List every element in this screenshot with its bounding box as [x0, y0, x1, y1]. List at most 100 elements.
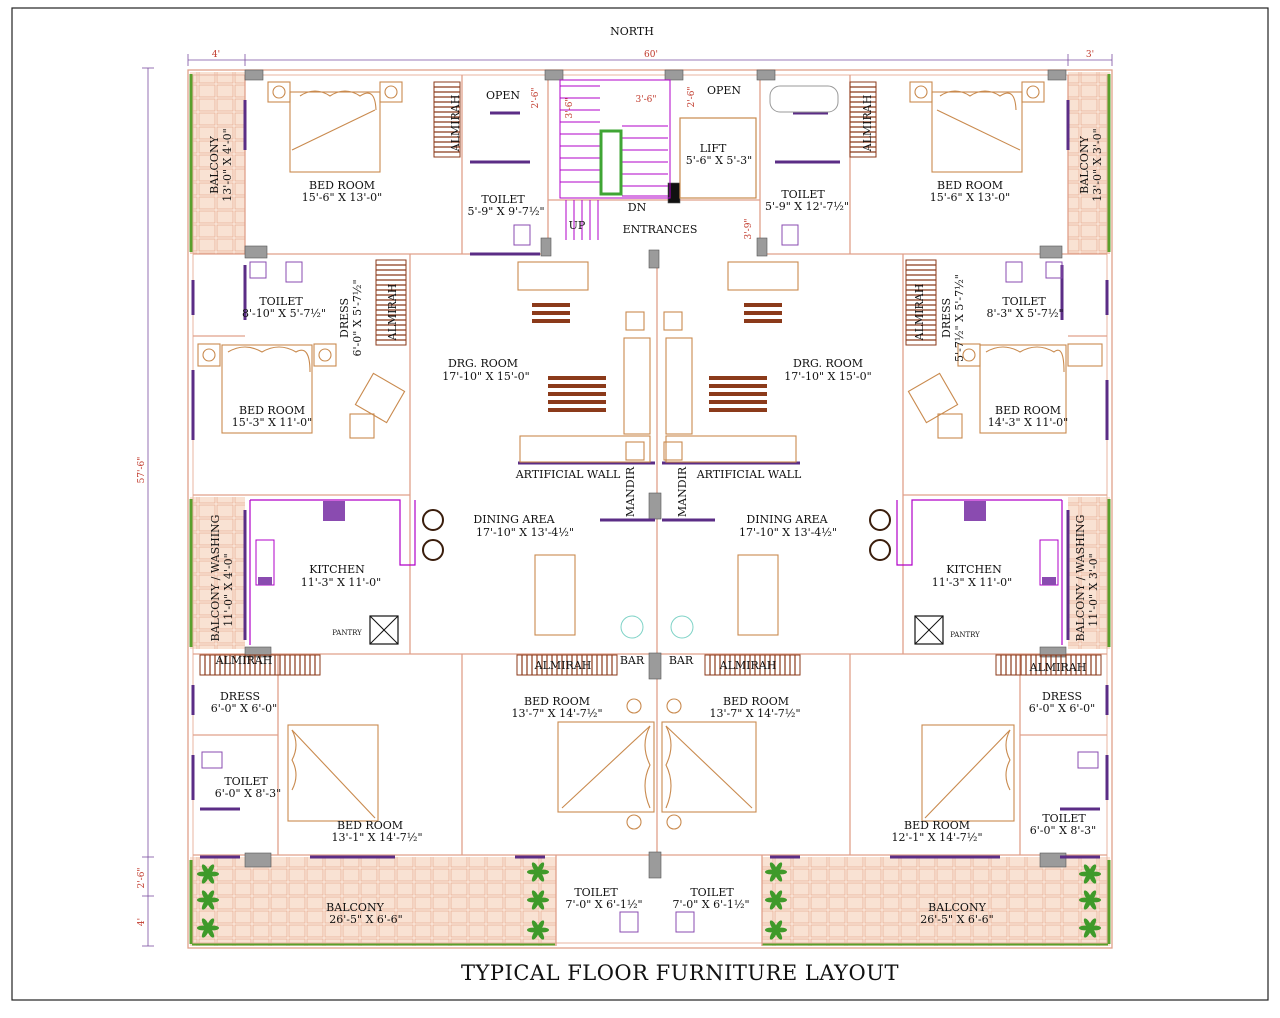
label-entrances: ENTRANCES [623, 223, 698, 236]
staircase [559, 79, 757, 240]
label-mandir-r: MANDIR [676, 466, 689, 517]
label-almirah-tr: ALMIRAH [861, 95, 874, 153]
palm-plant-icon [197, 918, 219, 938]
palm-plant-icon [765, 920, 787, 940]
label-balcony-bl-size: 26'-5" X 6'-6" [329, 913, 402, 926]
label-bed-br-name: BED ROOM [904, 819, 970, 832]
label-balcony-tl-name: BALCONY [208, 135, 221, 193]
lift-shaft [679, 117, 757, 199]
bed-tr-frame [931, 91, 1023, 173]
dim-top-total: 60' [644, 50, 658, 60]
label-toilet-bl-size: 6'-0" X 8'-3" [215, 787, 281, 800]
label-bed-bl-name: BED ROOM [337, 819, 403, 832]
label-bar-l: BAR [620, 654, 645, 667]
label-balcony-br-size: 26'-5" X 6'-6" [920, 913, 993, 926]
palm-plant-icon [527, 862, 549, 882]
label-toilet-br-name: TOILET [1042, 812, 1086, 825]
outer-walls [187, 69, 1113, 949]
label-lift-name: LIFT [700, 142, 727, 155]
palm-plant-icon [527, 890, 549, 910]
label-dress-ml-name: DRESS [338, 298, 351, 338]
label-bed-ml-name: BED ROOM [239, 404, 305, 417]
dim-stair-e: 3'-9" [744, 218, 754, 239]
label-bed-mr-size: 14'-3" X 11'-0" [988, 416, 1068, 429]
label-kitchen-r-name: KITCHEN [946, 563, 1002, 576]
bed-tl-frame [289, 91, 381, 173]
label-stair-up: UP [569, 219, 586, 232]
label-almirah-br1: ALMIRAH [719, 659, 777, 672]
label-kitchen-l-size: 11'-3" X 11'-0" [301, 576, 381, 589]
label-toilet-br-size: 6'-0" X 8'-3" [1030, 824, 1096, 837]
label-stair-dn: DN [628, 201, 647, 214]
almirah-wardrobe [905, 259, 937, 346]
label-toilet-mr-name: TOILET [1002, 295, 1046, 308]
label-art-wall-r: ARTIFICIAL WALL [696, 468, 802, 481]
label-bed-tl-name: BED ROOM [309, 179, 375, 192]
label-almirah-ml: ALMIRAH [386, 284, 399, 342]
label-drg-l-size: 17'-10" X 15'-0" [442, 370, 529, 383]
label-dining-r-name: DINING AREA [746, 513, 828, 526]
dim-top-right: 3' [1086, 50, 1094, 60]
label-bed-tr-size: 15'-6" X 13'-0" [930, 191, 1010, 204]
almirah-wardrobe [433, 81, 461, 158]
label-toilet-bcr-name: TOILET [690, 886, 734, 899]
label-bed-bcr-name: BED ROOM [723, 695, 789, 708]
label-wash-r-name: BALCONY / WASHING [1074, 515, 1087, 642]
label-bed-tl-size: 15'-6" X 13'-0" [302, 191, 382, 204]
dim-left-bottom-a: 2'-6" [137, 867, 147, 888]
palm-plant-icon [765, 862, 787, 882]
label-dress-ml-size: 6'-0" X 5'-7½" [351, 279, 364, 356]
columns [244, 69, 1067, 879]
label-toilet-bcl-name: TOILET [574, 886, 618, 899]
palm-plant-icon [1079, 864, 1101, 884]
windows [191, 100, 1109, 859]
label-bar-r: BAR [669, 654, 694, 667]
label-bed-bl-size: 13'-1" X 14'-7½" [331, 831, 422, 844]
label-bed-bcl-size: 13'-7" X 14'-7½" [511, 707, 602, 720]
label-toilet-bcr-size: 7'-0" X 6'-1½" [672, 898, 749, 911]
top-dimension: 60' 4' 3' [187, 50, 1113, 66]
label-toilet-tl-name: TOILET [481, 193, 525, 206]
label-wash-r-size: 11'-0" X 3'-0" [1087, 553, 1100, 626]
label-pantry-r: PANTRY [950, 631, 980, 639]
label-wash-l-name: BALCONY / WASHING [209, 515, 222, 642]
almirah-wardrobe [849, 81, 877, 158]
label-balcony-tl-size: 13'-0" X 4'-0" [221, 128, 234, 201]
label-art-wall-l: ARTIFICIAL WALL [515, 468, 621, 481]
label-almirah-mr: ALMIRAH [913, 284, 926, 342]
label-balcony-br-name: BALCONY [928, 901, 986, 914]
label-drg-l-name: DRG. ROOM [448, 357, 518, 370]
furniture [197, 81, 1103, 940]
label-bed-mr-name: BED ROOM [995, 404, 1061, 417]
label-toilet-ml-name: TOILET [259, 295, 303, 308]
label-wash-l-size: 11'-0" X 4'-0" [222, 553, 235, 626]
almirah-wardrobe [995, 654, 1102, 676]
balcony-tiles [190, 72, 1110, 946]
label-toilet-tr-name: TOILET [781, 188, 825, 201]
dim-stair-c: 3'-6" [635, 95, 656, 105]
label-open-left: OPEN [486, 89, 520, 102]
label-dress-mr-size: 5'-7½" X 5'-7½" [953, 274, 966, 362]
label-almirah-tl: ALMIRAH [449, 95, 462, 153]
north-label: NORTH [610, 25, 654, 38]
dim-left-total: 57'-6" [137, 457, 147, 484]
label-drg-r-name: DRG. ROOM [793, 357, 863, 370]
label-almirah-bl2: ALMIRAH [534, 659, 592, 672]
palm-plant-icon [197, 890, 219, 910]
label-almirah-bl1: ALMIRAH [215, 654, 273, 667]
label-bed-bcl-name: BED ROOM [524, 695, 590, 708]
almirah-wardrobe [704, 654, 801, 676]
label-pantry-l: PANTRY [332, 629, 362, 637]
label-dress-bl-name: DRESS [220, 690, 260, 703]
label-toilet-ml-size: 8'-10" X 5'-7½" [242, 307, 326, 320]
label-bed-br-size: 12'-1" X 14'-7½" [891, 831, 982, 844]
label-toilet-tr-size: 5'-9" X 12'-7½" [765, 200, 849, 213]
label-dress-br-name: DRESS [1042, 690, 1082, 703]
dim-left-bottom-b: 4' [137, 918, 147, 926]
room-labels: OPEN OPEN ALMIRAH ALMIRAH BALCONY 13'-0"… [208, 84, 1104, 926]
label-dining-l-name: DINING AREA [473, 513, 555, 526]
label-kitchen-r-size: 11'-3" X 11'-0" [932, 576, 1012, 589]
label-balcony-tr-size: 13'-0" X 3'-0" [1091, 128, 1104, 201]
label-lift-size: 5'-6" X 5'-3" [686, 154, 752, 167]
